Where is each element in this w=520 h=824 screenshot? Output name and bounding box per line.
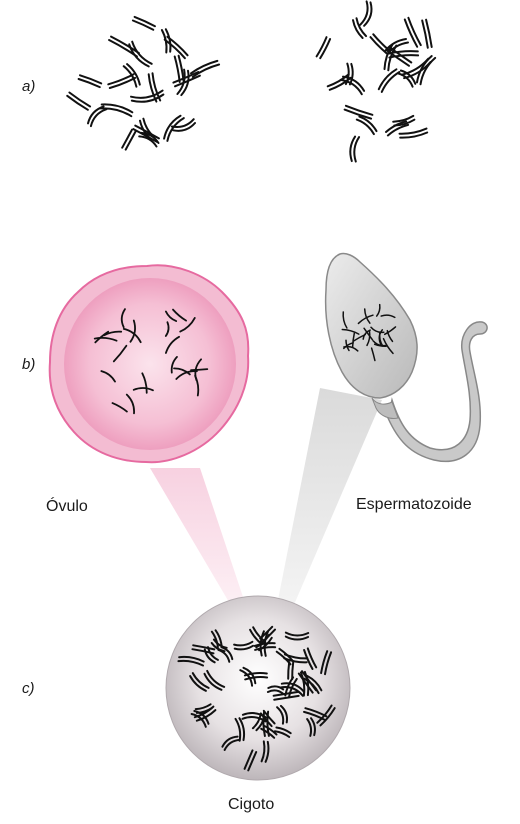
- chromatid: [167, 118, 183, 141]
- row-label-a: a): [22, 78, 35, 95]
- chromosome: [360, 1, 367, 24]
- haploid-set-a-right: [317, 1, 436, 161]
- ovum-cytoplasm: [64, 278, 236, 450]
- chromatid: [292, 662, 293, 679]
- chromosome: [162, 30, 167, 53]
- sperm-caption: Espermatozoide: [356, 496, 472, 514]
- zygote-caption: Cigoto: [228, 796, 274, 814]
- chromosome: [79, 79, 100, 87]
- chromosome: [379, 69, 397, 89]
- chromatid: [132, 42, 152, 64]
- row-label-c: c): [22, 680, 35, 697]
- chromatid: [421, 58, 436, 84]
- chromatid: [111, 37, 139, 54]
- chromosome: [400, 129, 427, 134]
- chromosome: [108, 74, 133, 84]
- chromosome: [317, 37, 327, 56]
- zygote: [166, 596, 350, 780]
- chromatid: [354, 137, 359, 162]
- chromosome: [133, 21, 153, 30]
- row-label-b: b): [22, 356, 35, 373]
- zygote-body: [166, 596, 350, 780]
- ovum: [50, 265, 249, 462]
- sperm-head: [326, 253, 417, 398]
- chromatid: [350, 64, 353, 85]
- chromatid: [359, 117, 376, 132]
- chromatid: [346, 106, 373, 115]
- chromosome: [288, 662, 289, 679]
- ovum-projection-beam: [150, 468, 248, 614]
- chromosome: [357, 120, 374, 135]
- chromatid: [382, 72, 400, 92]
- haploid-set-a-left: [67, 17, 219, 150]
- ovum-caption: Óvulo: [46, 498, 88, 516]
- chromosome: [191, 369, 207, 370]
